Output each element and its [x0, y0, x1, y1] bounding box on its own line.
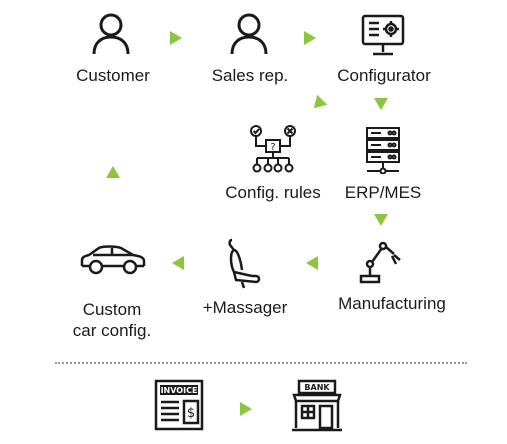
- sales-rep-label: Sales rep.: [211, 66, 289, 85]
- custom-car-label-line2: car config.: [72, 321, 152, 340]
- monitor-settings-icon: [360, 12, 406, 58]
- custom-car-label-line1: Custom: [82, 300, 142, 319]
- arrow-configurator-to-rules: [308, 94, 328, 114]
- customer-person-icon: [90, 12, 132, 56]
- configurator-label: Configurator: [337, 66, 431, 85]
- arrow-massager-to-car: [172, 256, 184, 270]
- car-icon: [79, 244, 147, 276]
- arrow-erp-to-manufacturing: [374, 214, 388, 226]
- customer-label: Customer: [76, 66, 150, 85]
- bank-title: BANK: [304, 383, 330, 392]
- server-icon: [362, 126, 404, 174]
- svg-text:?: ?: [270, 142, 275, 153]
- dotted-divider: [55, 362, 467, 364]
- bank-icon: BANK: [290, 378, 344, 434]
- arrow-configurator-to-erp: [374, 98, 388, 110]
- arrow-up-to-customer: [106, 166, 120, 178]
- invoice-icon: INVOICE $: [153, 378, 205, 432]
- config-rules-label: Config. rules: [225, 183, 321, 202]
- decision-tree-icon: ?: [247, 124, 299, 174]
- erp-mes-label: ERP/MES: [344, 183, 422, 202]
- arrow-invoice-to-bank: [240, 402, 252, 416]
- invoice-currency: $: [187, 406, 195, 421]
- sales-rep-person-icon: [228, 12, 270, 56]
- arrow-customer-to-salesrep: [170, 31, 182, 45]
- robot-arm-icon: [358, 240, 402, 284]
- manufacturing-label: Manufacturing: [338, 294, 446, 313]
- arrow-salesrep-to-configurator: [304, 31, 316, 45]
- massager-label: +Massager: [202, 298, 288, 317]
- car-seat-icon: [222, 236, 266, 290]
- arrow-manufacturing-to-massager: [306, 256, 318, 270]
- invoice-title: INVOICE: [161, 386, 198, 395]
